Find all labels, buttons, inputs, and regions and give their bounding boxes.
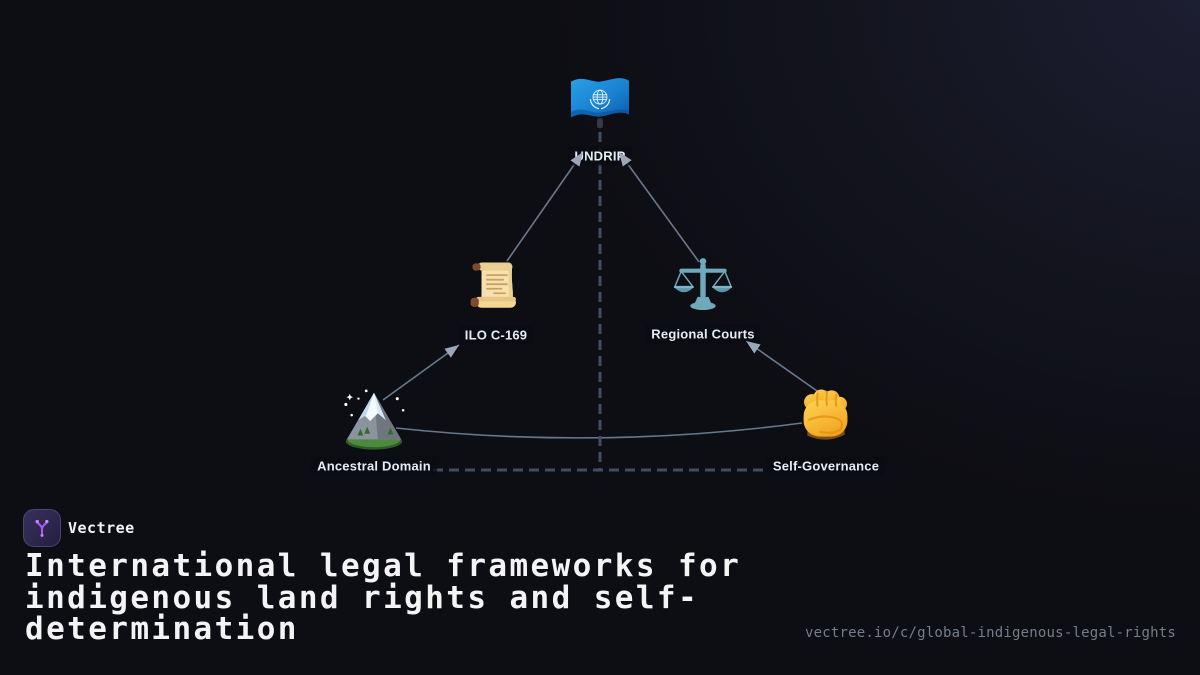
edge-ilo-to-undrip [506, 151, 584, 262]
title-line-3: determination [25, 611, 299, 647]
raised-fist-icon [803, 389, 848, 440]
node-label-self-governance: Self-Governance [766, 456, 886, 476]
node-label-undrip: UNDRIP [568, 146, 632, 166]
node-ilo-c169[interactable] [467, 257, 525, 315]
un-flag-icon [571, 78, 629, 129]
brand-logo [23, 509, 61, 547]
vectree-branch-icon [35, 519, 49, 537]
share-url: vectree.io/c/global-indigenous-legal-rig… [804, 625, 1176, 641]
edge-selfgov-to-courts [745, 340, 821, 394]
scroll-icon [470, 262, 516, 308]
node-undrip[interactable] [567, 72, 633, 130]
page-title: International legal frameworks for indig… [25, 548, 742, 647]
node-self-governance[interactable] [798, 388, 854, 446]
node-label-ancestral-domain: Ancestral Domain [311, 456, 437, 476]
balance-scale-icon [673, 258, 733, 310]
node-ancestral-domain[interactable] [337, 387, 411, 453]
edge-courts-to-undrip [618, 151, 700, 263]
title-line-1: International legal frameworks for [25, 548, 742, 584]
node-regional-courts[interactable] [672, 255, 734, 315]
node-label-ilo-c169: ILO C-169 [458, 325, 534, 345]
node-label-regional-courts: Regional Courts [645, 324, 761, 344]
edge-ancestral-to-selfgov-curve [395, 422, 803, 439]
snow-capped-mountain-icon [344, 389, 405, 450]
title-line-2: indigenous land rights and self- [25, 579, 700, 616]
brand-name: Vectree [68, 519, 135, 537]
